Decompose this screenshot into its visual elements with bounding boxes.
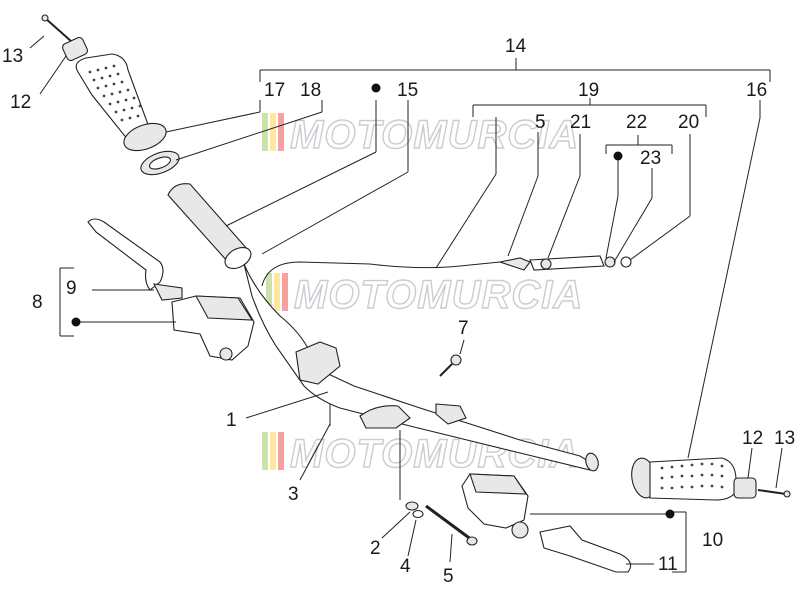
watermark-top: MOTOMURCIA bbox=[262, 112, 579, 158]
right-master-cylinder bbox=[461, 473, 529, 539]
callout-5-upper: 5 bbox=[535, 112, 546, 133]
callout-19: 19 bbox=[578, 80, 599, 101]
throttle-cable bbox=[261, 261, 501, 287]
callout-14: 14 bbox=[505, 36, 527, 57]
mounting-screw bbox=[439, 354, 462, 377]
callout-8: 8 bbox=[32, 292, 43, 313]
callout-13-left: 13 bbox=[2, 46, 23, 67]
callout-11: 11 bbox=[658, 554, 678, 575]
callout-15: 15 bbox=[397, 80, 418, 101]
right-end-screw bbox=[757, 489, 791, 498]
callout-9: 9 bbox=[66, 278, 77, 299]
handlebar-body bbox=[243, 263, 599, 472]
callout-labels: 13 12 14 17 18 15 19 16 5 21 22 20 23 9 … bbox=[2, 36, 795, 587]
throttle-cable-assembly bbox=[497, 255, 632, 271]
callout-12-left: 12 bbox=[10, 92, 31, 113]
callout-1: 1 bbox=[226, 410, 237, 431]
left-master-cylinder bbox=[171, 295, 255, 361]
callout-20: 20 bbox=[678, 112, 699, 133]
callout-18: 18 bbox=[300, 80, 321, 101]
callout-7: 7 bbox=[458, 318, 469, 339]
callout-dots bbox=[71, 83, 675, 519]
left-end-weight bbox=[61, 36, 89, 62]
callout-12-right: 12 bbox=[742, 428, 763, 449]
dot-marker-23 bbox=[613, 151, 623, 161]
callout-2: 2 bbox=[370, 538, 381, 559]
callout-10: 10 bbox=[702, 530, 723, 551]
watermark-text-middle: MOTOMURCIA bbox=[294, 273, 583, 317]
dot-marker-15 bbox=[371, 83, 381, 93]
callout-4: 4 bbox=[400, 556, 411, 577]
callout-21: 21 bbox=[570, 112, 591, 133]
leader-lines bbox=[29, 35, 783, 573]
right-brake-lever bbox=[539, 525, 632, 573]
callout-23: 23 bbox=[640, 148, 661, 169]
throttle-tube bbox=[167, 183, 252, 270]
mounting-bolt bbox=[405, 501, 478, 546]
grip-washer bbox=[140, 150, 180, 176]
dot-marker-10 bbox=[665, 509, 675, 519]
watermark-text-top: MOTOMURCIA bbox=[290, 113, 579, 157]
dot-marker-8 bbox=[71, 317, 81, 327]
callout-3: 3 bbox=[288, 484, 299, 505]
callout-16: 16 bbox=[746, 80, 767, 101]
left-brake-lever bbox=[87, 218, 183, 301]
left-grip bbox=[75, 53, 167, 152]
watermark-middle: MOTOMURCIA bbox=[266, 272, 583, 318]
callout-17: 17 bbox=[264, 80, 285, 101]
callout-13-right: 13 bbox=[774, 428, 795, 449]
callout-22: 22 bbox=[626, 112, 647, 133]
left-end-screw bbox=[41, 14, 73, 43]
right-end-weight bbox=[733, 477, 757, 499]
right-grip bbox=[631, 457, 737, 501]
callout-5-lower: 5 bbox=[443, 566, 454, 587]
